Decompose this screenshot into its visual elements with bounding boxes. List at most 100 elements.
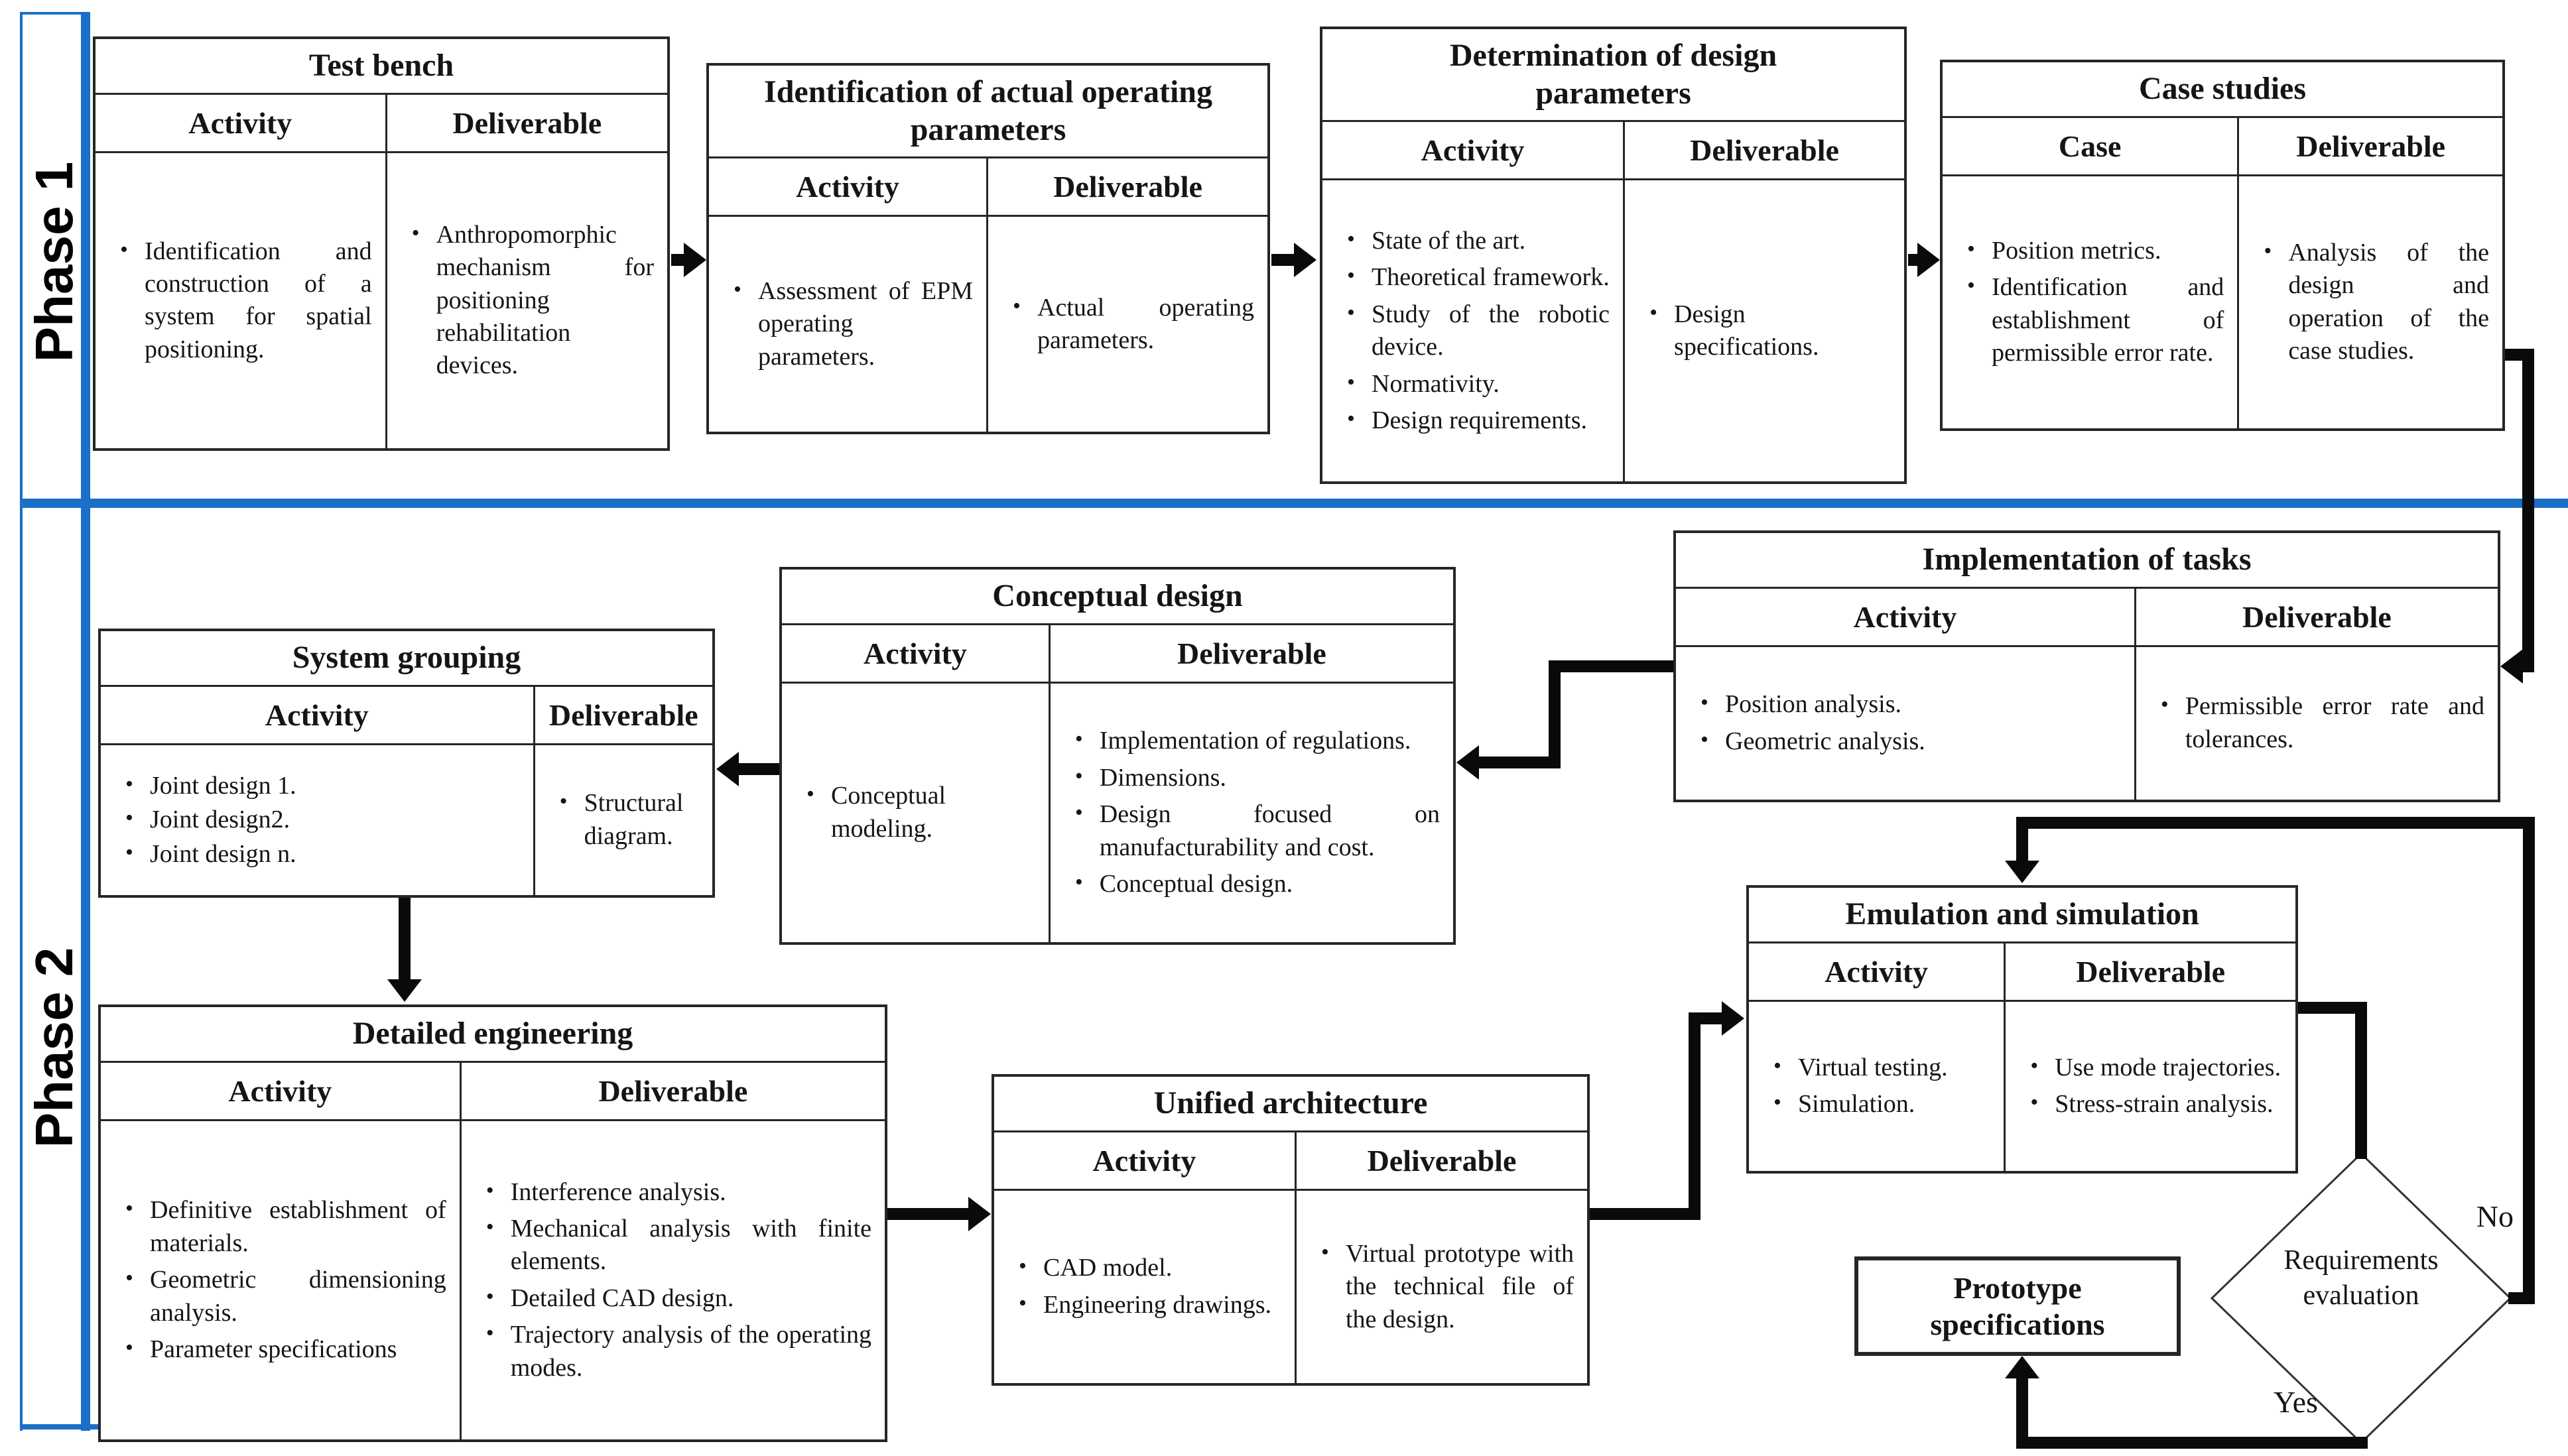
bullet-item: •Stress-strain analysis. [2014, 1088, 2287, 1121]
bullet-marker: • [2264, 239, 2272, 264]
case-cell: •Position metrics. •Identification and e… [1943, 176, 2240, 428]
bullet-item: •Detailed CAD design. [470, 1282, 877, 1315]
process-box-system-grouping: System grouping Activity Deliverable •Jo… [98, 629, 715, 898]
activity-cell: •Definitive establishment of materials. … [101, 1121, 462, 1439]
requirements-evaluation-label: Requirements evaluation [2283, 1245, 2439, 1311]
bullet-marker: • [1347, 406, 1355, 431]
box-title: Detailed engineering [101, 1007, 885, 1063]
process-box-unified-architecture: Unified architecture Activity Deliverabl… [992, 1074, 1590, 1386]
bullet-item: •Definitive establishment of materials. [109, 1194, 452, 1260]
arrow-identification-determination-head [1294, 243, 1316, 277]
column-header-deliverable: Deliverable [2296, 129, 2446, 163]
arrow-into-detailed-head [387, 979, 422, 1002]
column-header-case: Case [1943, 117, 2240, 174]
arrow-into-unified-head [968, 1197, 991, 1231]
arrow-testbench-identification-shaft [671, 254, 686, 266]
bullet-marker: • [125, 1335, 133, 1360]
box-title: Test bench [96, 39, 667, 95]
phase-rail-top-line [20, 12, 90, 15]
activity-cell: •Assessment of EPM operating parameters. [709, 217, 988, 432]
bullet-marker: • [1773, 1090, 1781, 1115]
bullet-marker: • [1074, 763, 1083, 788]
column-header-activity: Activity [101, 686, 535, 743]
connector-no-loop-drop [2016, 817, 2028, 862]
bullet-marker: • [1074, 800, 1083, 825]
activity-cell: •Position analysis. •Geometric analysis. [1676, 646, 2136, 800]
box-title: Implementation of tasks [1676, 533, 2498, 589]
deliverable-cell: •Anthropomorphic mechanism for positioni… [387, 153, 667, 448]
bullet-marker: • [1320, 1239, 1329, 1264]
bullet-item: •Design requirements. [1330, 404, 1615, 437]
bullet-item: •Assessment of EPM operating parameters. [717, 275, 978, 373]
bullet-marker: • [1074, 727, 1083, 752]
activity-cell: •State of the art. •Theoretical framewor… [1322, 180, 1626, 481]
activity-cell: •Identification and construction of a sy… [96, 152, 387, 448]
box-title: Determination of design parameters [1322, 29, 1904, 123]
arrow-into-systemgrouping-head [716, 752, 739, 786]
bullet-item: •Position analysis. [1684, 688, 2126, 721]
bullet-item: •Engineering drawings. [1002, 1289, 1287, 1321]
column-header-deliverable: Deliverable [2242, 599, 2392, 634]
process-box-emulation: Emulation and simulation Activity Delive… [1746, 885, 2298, 1174]
process-box-case-studies: Case studies Case Deliverable •Position … [1940, 60, 2505, 431]
bullet-marker: • [2030, 1053, 2039, 1078]
deliverable-cell: •Implementation of regulations. •Dimensi… [1051, 684, 1453, 942]
connector-implementation-conceptual-h2 [1478, 757, 1561, 768]
deliverable-cell: •Use mode trajectories. •Stress-strain a… [2006, 1002, 2295, 1171]
bullet-marker: • [125, 806, 133, 831]
bullet-item: •Dimensions. [1059, 762, 1445, 794]
activity-cell: •Virtual testing. •Simulation. [1749, 1001, 2006, 1171]
connector-casestudies-down-v [2522, 349, 2534, 672]
bullet-item: •Use mode trajectories. [2014, 1052, 2287, 1084]
bullet-item: •Normativity. [1330, 368, 1615, 400]
prototype-specifications-box: Prototype specifications [1854, 1256, 2181, 1356]
connector-emulation-diamond-v [2355, 1002, 2367, 1159]
bullet-item: •Joint design 1. [109, 770, 525, 802]
bullet-marker: • [485, 1178, 494, 1203]
arrow-determination-casestudies-head [1917, 243, 1940, 277]
bullet-item: •Geometric analysis. [1684, 725, 2126, 758]
bullet-marker: • [2160, 692, 2169, 717]
bullet-marker: • [1701, 727, 1708, 752]
process-box-test-bench: Test bench Activity Deliverable •Identif… [93, 36, 670, 451]
bullet-marker: • [1074, 869, 1083, 894]
column-header-deliverable: Deliverable [1690, 133, 1839, 168]
bullet-marker: • [1649, 300, 1657, 325]
bullet-marker: • [125, 771, 133, 796]
column-header-activity: Activity [1676, 588, 2136, 645]
activity-cell: •Joint design 1. •Joint design2. •Joint … [101, 745, 535, 895]
connector-unified-emulation-h1 [1590, 1208, 1701, 1220]
box-title: Case studies [1943, 62, 2502, 118]
column-header-activity: Activity [782, 625, 1051, 682]
box-title: System grouping [101, 631, 712, 687]
bullet-marker: • [1347, 263, 1355, 288]
column-header-activity: Activity [1322, 122, 1626, 179]
box-title: Unified architecture [994, 1077, 1587, 1132]
deliverable-cell: •Design specifications. [1625, 180, 1904, 481]
process-box-identification: Identification of actual operating param… [706, 63, 1270, 434]
phase-divider-line [20, 499, 2568, 508]
arrow-into-emulation-head [1722, 1001, 1744, 1036]
bullet-item: •Design specifications. [1633, 298, 1896, 364]
connector-unified-emulation-v [1689, 1018, 1701, 1220]
deliverable-cell: •Structural diagram. [535, 745, 712, 895]
bullet-marker: • [485, 1284, 494, 1309]
phase-1-label: Phase 1 [25, 161, 84, 363]
bullet-item: •Joint design2. [109, 804, 525, 836]
arrow-into-implementation-head [2500, 649, 2523, 684]
bullet-item: •Parameter specifications [109, 1333, 452, 1366]
arrow-testbench-identification-head [684, 243, 706, 277]
column-header-activity: Activity [96, 94, 387, 151]
arrow-no-into-emulation-head [2005, 861, 2039, 883]
connector-yes-v [2016, 1377, 2028, 1449]
column-header-deliverable: Deliverable [1367, 1143, 1517, 1178]
activity-cell: •Conceptual modeling. [782, 683, 1051, 942]
bullet-marker: • [2030, 1090, 2039, 1115]
bullet-item: •Geometric dimensioning analysis. [109, 1264, 452, 1329]
column-header-deliverable: Deliverable [1177, 636, 1326, 670]
arrow-yes-into-prototype-head [2005, 1356, 2039, 1378]
column-header-deliverable: Deliverable [548, 698, 698, 732]
bullet-item: •Conceptual design. [1059, 868, 1445, 900]
bullet-marker: • [1773, 1053, 1781, 1078]
column-header-deliverable: Deliverable [2076, 954, 2226, 989]
